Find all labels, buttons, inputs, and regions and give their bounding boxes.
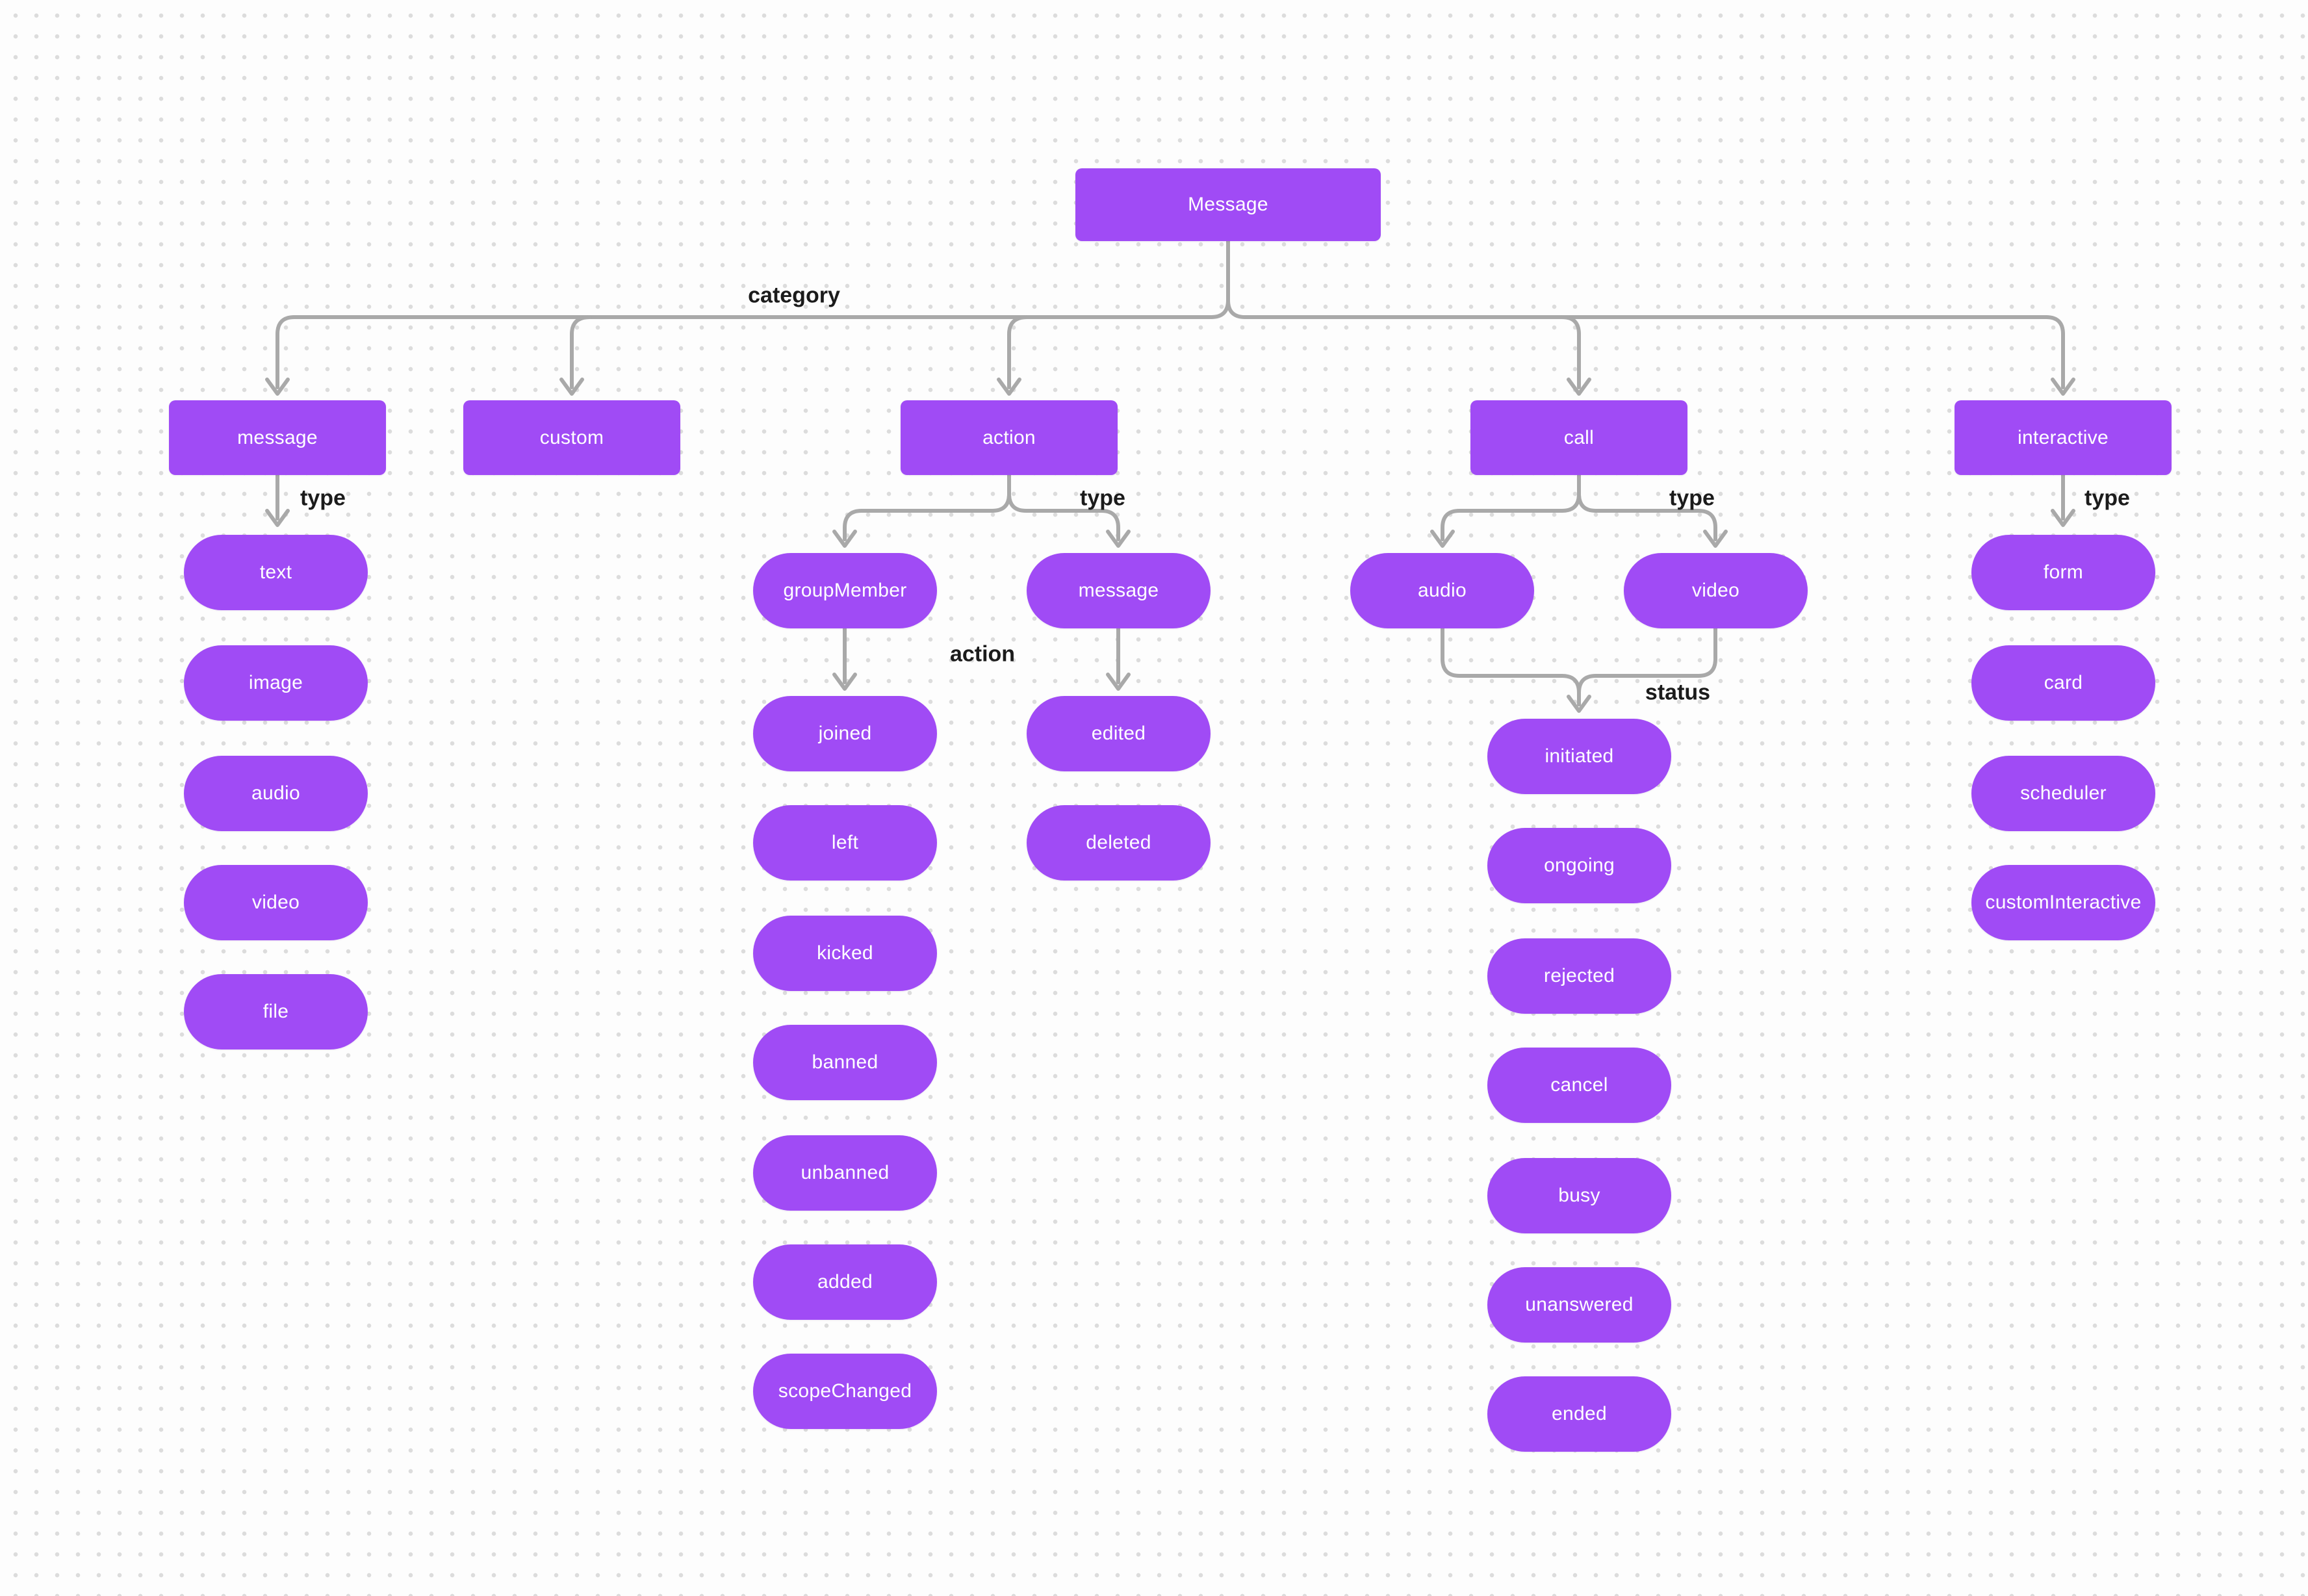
node-message-root[interactable]: Message xyxy=(1075,168,1381,241)
node-action-added[interactable]: added xyxy=(753,1244,937,1320)
arrowhead-form xyxy=(2051,509,2075,527)
edge-label-type-call: type xyxy=(1669,485,1715,511)
node-action-kicked[interactable]: kicked xyxy=(753,916,937,991)
node-status-rejected[interactable]: rejected xyxy=(1487,938,1671,1014)
node-type-card[interactable]: card xyxy=(1971,645,2155,721)
arrowhead-action xyxy=(997,378,1021,396)
edge-spine-to-action xyxy=(1007,315,1029,389)
node-action-joined[interactable]: joined xyxy=(753,696,937,771)
node-category-interactive[interactable]: interactive xyxy=(1955,400,2172,475)
node-type-text[interactable]: text xyxy=(184,535,368,610)
arrowhead-call xyxy=(1567,378,1591,396)
edge-label-type-action: type xyxy=(1080,485,1125,511)
arrowhead-custom xyxy=(559,378,584,396)
edge-label-status: status xyxy=(1645,680,1711,705)
arrowhead-message xyxy=(265,378,290,396)
node-status-initiated[interactable]: initiated xyxy=(1487,719,1671,794)
edge-action-to-groupmember xyxy=(843,473,1011,541)
edge-root-to-message xyxy=(276,239,1230,389)
edge-label-type-interactive: type xyxy=(2084,485,2130,511)
node-status-ongoing[interactable]: ongoing xyxy=(1487,828,1671,903)
node-action-unbanned[interactable]: unbanned xyxy=(753,1135,937,1211)
node-type-scheduler[interactable]: scheduler xyxy=(1971,756,2155,831)
node-type-video[interactable]: video xyxy=(184,865,368,940)
arrowhead-joined xyxy=(832,673,857,691)
edge-label-category: category xyxy=(748,283,840,308)
node-action-deleted[interactable]: deleted xyxy=(1027,805,1211,881)
arrowhead-groupmember xyxy=(832,530,857,548)
node-category-message[interactable]: message xyxy=(169,400,386,475)
edge-spine-to-call xyxy=(1560,315,1581,389)
arrowhead-edited xyxy=(1106,673,1131,691)
edge-audio-to-status xyxy=(1441,626,1581,706)
node-type-file[interactable]: file xyxy=(184,974,368,1049)
node-type-custominteractive[interactable]: customInteractive xyxy=(1971,865,2155,940)
node-status-cancel[interactable]: cancel xyxy=(1487,1048,1671,1123)
node-status-ended[interactable]: ended xyxy=(1487,1376,1671,1452)
node-category-action[interactable]: action xyxy=(901,400,1118,475)
node-calltype-video[interactable]: video xyxy=(1624,553,1808,628)
node-type-form[interactable]: form xyxy=(1971,535,2155,610)
node-type-image[interactable]: image xyxy=(184,645,368,721)
arrowhead-video xyxy=(1703,530,1728,548)
node-action-edited[interactable]: edited xyxy=(1027,696,1211,771)
node-status-unanswered[interactable]: unanswered xyxy=(1487,1267,1671,1343)
node-type-audio[interactable]: audio xyxy=(184,756,368,831)
node-status-busy[interactable]: busy xyxy=(1487,1158,1671,1233)
node-type-groupmember[interactable]: groupMember xyxy=(753,553,937,628)
arrowhead-audio xyxy=(1430,530,1455,548)
arrowhead-message-type xyxy=(1106,530,1131,548)
node-action-banned[interactable]: banned xyxy=(753,1025,937,1100)
node-category-call[interactable]: call xyxy=(1470,400,1687,475)
node-calltype-audio[interactable]: audio xyxy=(1350,553,1534,628)
edge-label-type-message: type xyxy=(300,485,346,511)
arrowhead-interactive xyxy=(2051,378,2075,396)
edge-label-action: action xyxy=(949,641,1016,667)
edge-call-to-audio xyxy=(1441,473,1581,541)
node-category-custom[interactable]: custom xyxy=(463,400,680,475)
node-action-left[interactable]: left xyxy=(753,805,937,881)
node-type-message-action[interactable]: message xyxy=(1027,553,1211,628)
arrowhead-text xyxy=(265,509,290,527)
edge-spine-to-custom xyxy=(570,315,592,389)
node-action-scopechanged[interactable]: scopeChanged xyxy=(753,1354,937,1429)
edge-root-to-interactive xyxy=(1226,298,2065,389)
arrowhead-initiated xyxy=(1567,695,1591,713)
